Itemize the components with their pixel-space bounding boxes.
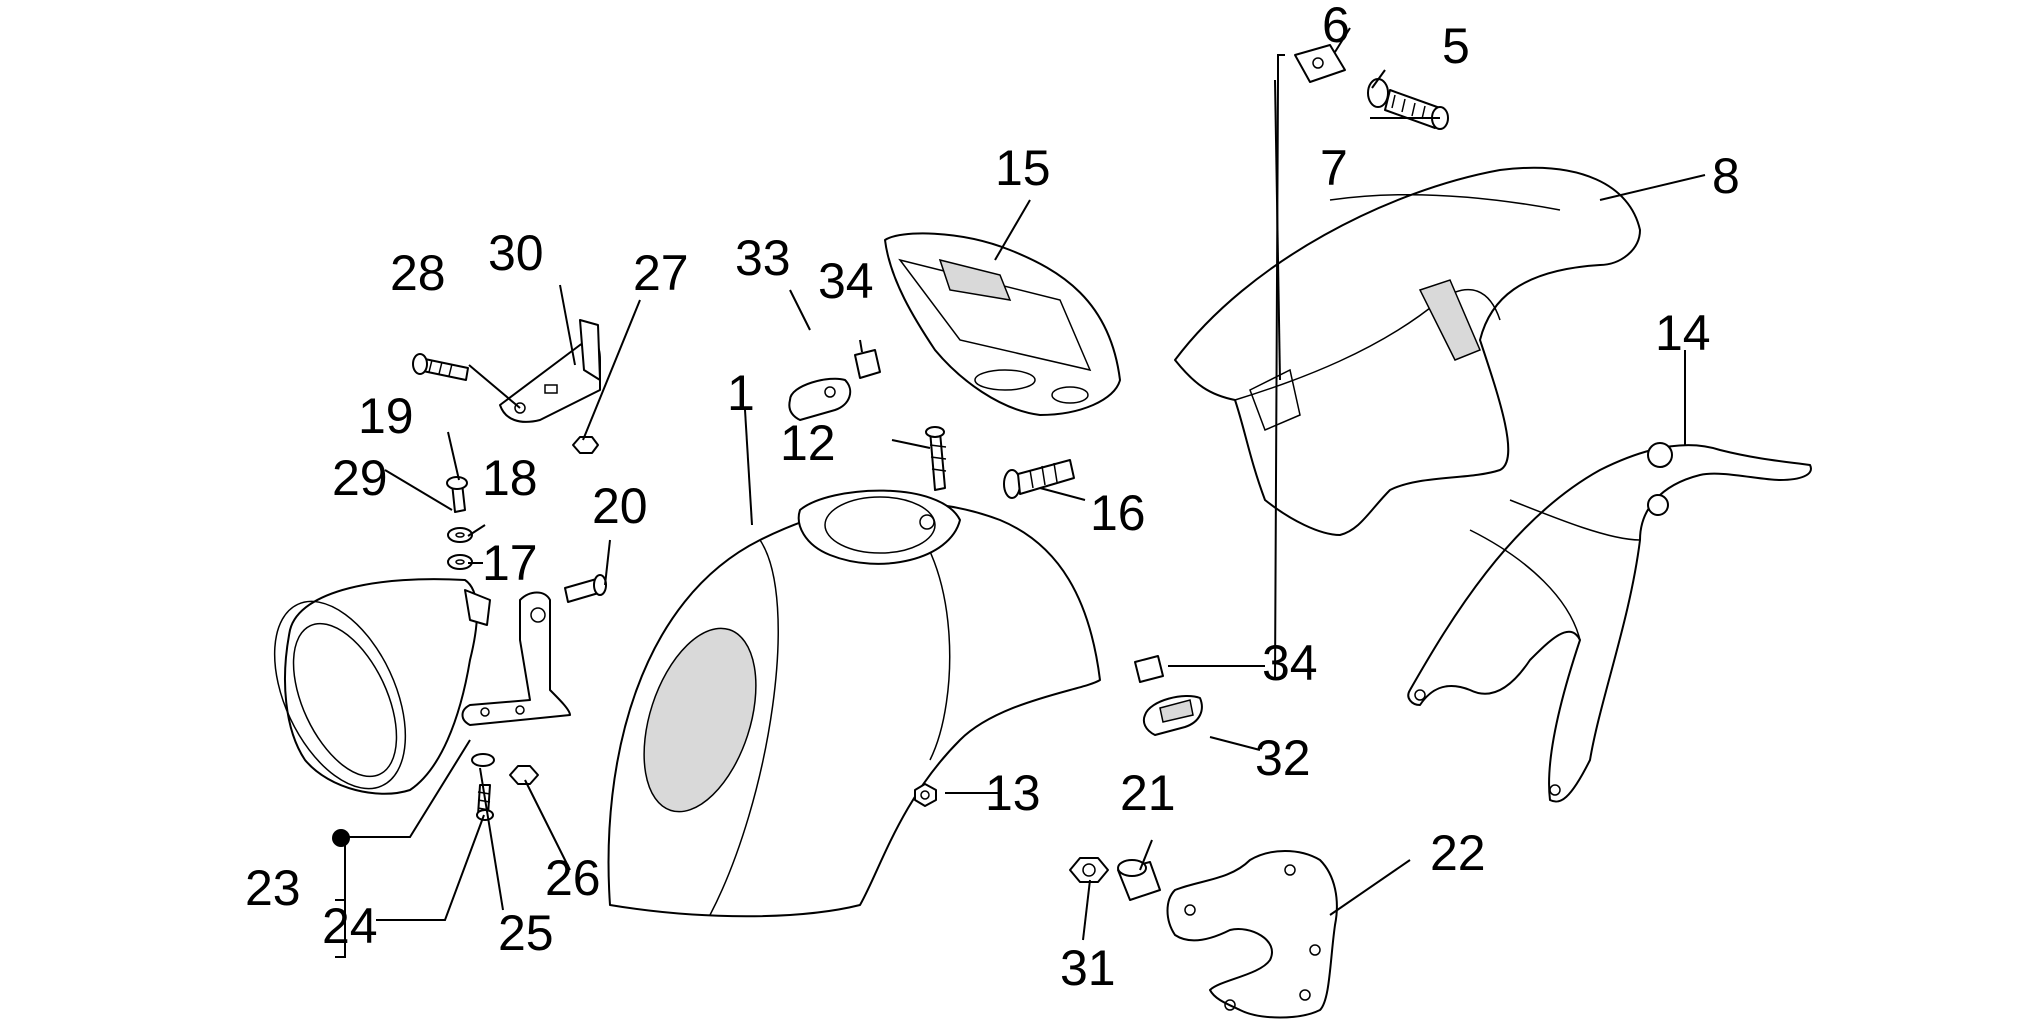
callout-16: 16 (1090, 485, 1146, 541)
callout-1: 1 (727, 365, 755, 421)
callout-20: 20 (592, 478, 648, 534)
callout-labels: 1 5 6 7 8 12 13 14 15 16 17 18 19 20 21 … (245, 0, 1740, 996)
callout-26: 26 (545, 850, 601, 906)
headlight-mount-bracket (461, 591, 571, 821)
callout-29: 29 (332, 450, 388, 506)
callout-13: 13 (985, 765, 1041, 821)
front-fender (607, 489, 1101, 918)
callout-14: 14 (1655, 305, 1711, 361)
clips-and-nuts (788, 349, 1203, 736)
callout-8: 8 (1712, 148, 1740, 204)
callout-6: 6 (1322, 0, 1350, 53)
spacer-and-nut (1069, 857, 1161, 901)
callout-23: 23 (245, 860, 301, 916)
support-frame (1407, 442, 1812, 803)
callout-34-upper: 34 (818, 253, 874, 309)
callout-32: 32 (1255, 730, 1311, 786)
callout-27: 27 (633, 245, 689, 301)
callout-33: 33 (735, 230, 791, 286)
lower-bracket (1166, 850, 1338, 1019)
callout-24: 24 (322, 898, 378, 954)
callout-19: 19 (358, 388, 414, 444)
cover-plate (884, 232, 1121, 416)
callout-22: 22 (1430, 825, 1486, 881)
callout-15: 15 (995, 140, 1051, 196)
callout-34-lower: 34 (1262, 635, 1318, 691)
callout-7: 7 (1320, 140, 1348, 196)
callout-25: 25 (498, 905, 554, 961)
rear-fender (1174, 166, 1641, 536)
headlight-housing (273, 578, 491, 795)
callout-21: 21 (1120, 765, 1176, 821)
assembly-bullet (332, 829, 350, 847)
callout-28: 28 (390, 245, 446, 301)
headlight-fasteners (446, 476, 607, 603)
callout-31: 31 (1060, 940, 1116, 996)
leader-lines (335, 27, 1706, 958)
callout-5: 5 (1442, 18, 1470, 74)
callout-12: 12 (780, 415, 836, 471)
callout-17: 17 (482, 535, 538, 591)
callout-18: 18 (482, 450, 538, 506)
fender-fasteners (914, 426, 1075, 807)
upper-bracket-assembly (412, 319, 601, 454)
callout-30: 30 (488, 225, 544, 281)
